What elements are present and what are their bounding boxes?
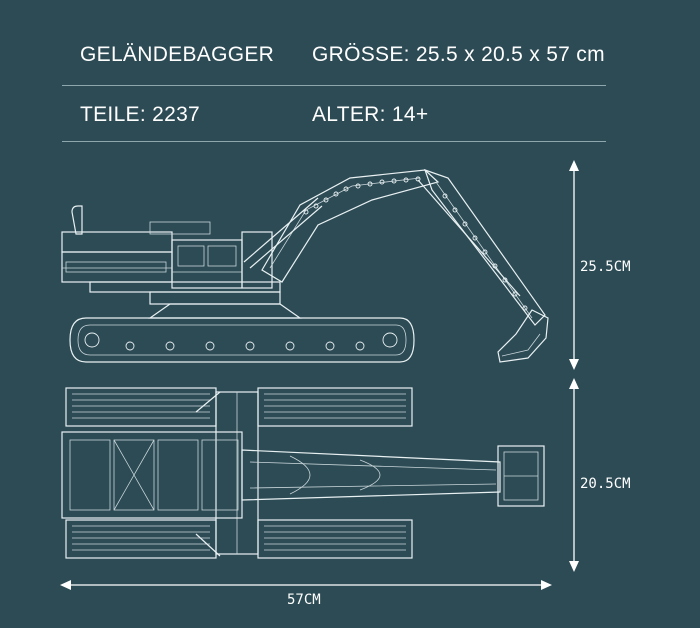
parts-spec: TEILE: 2237 [80,103,201,126]
width-dimension-label: 20.5CM [580,476,631,492]
side-view-drawing [61,169,549,363]
divider-bottom [62,141,606,142]
length-dimension-arrow [60,580,552,590]
top-view-drawing [61,387,545,559]
width-dimension-arrow [569,378,579,572]
divider-top [62,85,606,86]
size-spec: GRÖSSE: 25.5 x 20.5 x 57 cm [312,43,605,66]
height-dimension-label: 25.5CM [580,259,631,275]
age-spec: ALTER: 14+ [312,103,429,126]
height-dimension-arrow [569,160,579,370]
product-name: GELÄNDEBAGGER [80,43,275,66]
length-dimension-label: 57CM [287,592,321,608]
